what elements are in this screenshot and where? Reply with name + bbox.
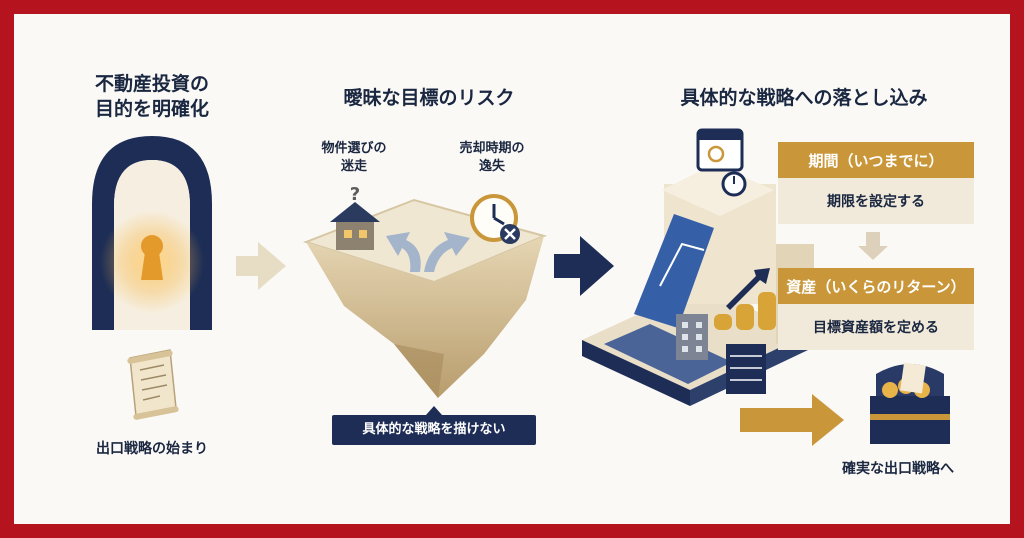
label-sale-timing: 売却時期の 逸失 bbox=[442, 140, 542, 176]
arrow-right-icon bbox=[236, 242, 286, 290]
keyhole-arch-icon bbox=[92, 136, 212, 330]
period-box-header: 期間（いつまでに） bbox=[778, 142, 974, 178]
section3-title: 具体的な戦略への落とし込み bbox=[680, 87, 928, 109]
treasure-chest-icon bbox=[870, 362, 950, 444]
period-box-title: 期間（いつまでに） bbox=[808, 151, 944, 170]
clock-cancel-icon bbox=[470, 194, 520, 244]
label-sale-timing-line1: 売却時期の bbox=[459, 141, 525, 156]
period-box-body: 期限を設定する bbox=[827, 194, 925, 210]
infographic-panel: ? bbox=[14, 14, 1010, 524]
illustration-layer: ? bbox=[92, 128, 950, 446]
section1-title: 不動産投資の 目的を明確化 bbox=[72, 72, 232, 122]
asset-box-title: 資産（いくらのリターン） bbox=[786, 277, 966, 296]
arrow-right-navy-icon bbox=[554, 236, 614, 296]
asset-box-header: 資産（いくらのリターン） bbox=[778, 268, 974, 304]
gold-coins-icon bbox=[714, 268, 776, 330]
section3-caption: 確実な出口戦略へ bbox=[842, 461, 954, 477]
no-strategy-label: 具体的な戦略を描けない bbox=[332, 415, 536, 445]
office-building-icon bbox=[676, 314, 708, 360]
asset-box: 資産（いくらのリターン） 目標資産額を定める bbox=[778, 268, 974, 350]
section1-caption: 出口戦略の始まり bbox=[96, 441, 208, 457]
house-icon bbox=[330, 202, 380, 250]
section2-title: 曖昧な目標のリスク bbox=[343, 87, 515, 109]
arrow-right-gold-icon bbox=[740, 394, 844, 446]
label-property-selection-line1: 物件選びの bbox=[321, 141, 387, 156]
label-property-selection: 物件選びの 迷走 bbox=[304, 140, 404, 176]
question-mark-icon: ? bbox=[350, 184, 360, 205]
period-box-content: 期限を設定する bbox=[778, 178, 974, 224]
period-box: 期間（いつまでに） 期限を設定する bbox=[778, 142, 974, 224]
asset-box-content: 目標資産額を定める bbox=[778, 304, 974, 350]
callout-pointer bbox=[426, 406, 442, 415]
scroll-document-icon bbox=[127, 349, 179, 420]
asset-box-body: 目標資産額を定める bbox=[813, 320, 939, 336]
arrow-down-icon bbox=[858, 232, 888, 260]
section1-title-line2: 目的を明確化 bbox=[94, 98, 209, 120]
label-sale-timing-line2: 逸失 bbox=[478, 159, 505, 174]
calendar-clock-icon bbox=[696, 128, 747, 197]
section1-title-line1: 不動産投資の bbox=[94, 73, 209, 95]
label-property-selection-line2: 迷走 bbox=[340, 159, 367, 174]
